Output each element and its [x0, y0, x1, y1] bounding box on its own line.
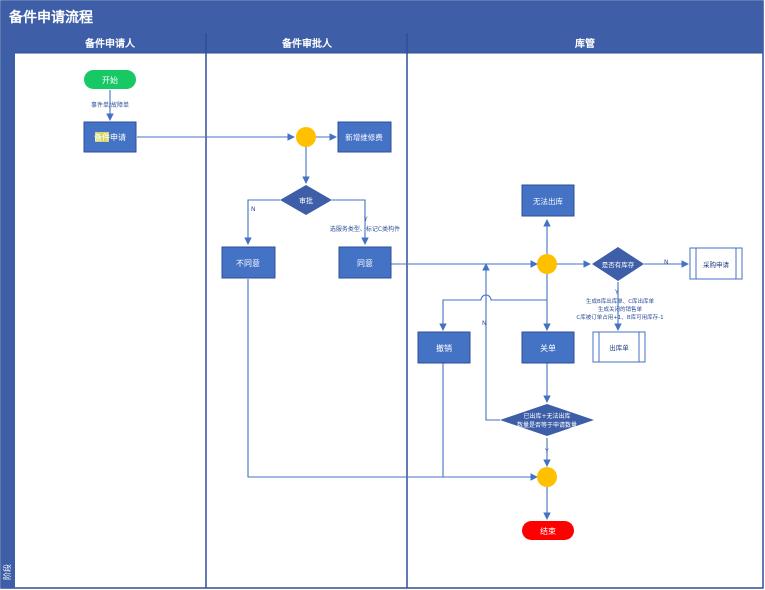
- edge-review-reject: [244, 199, 280, 245]
- agree-box: [338, 246, 392, 279]
- gateway-circle-3: [537, 467, 557, 487]
- edge-label-review-no: N: [251, 206, 256, 213]
- out-note-line1: 生成B库出库单、C库出库单: [586, 297, 655, 305]
- edge-label-stock-yes: Y: [614, 289, 619, 296]
- stock-label: 是否有库存: [602, 260, 635, 269]
- edge-label-review-yes: Y: [363, 216, 368, 223]
- edge-label-stock-no: N: [664, 259, 669, 266]
- edge-label-check-no: N: [482, 320, 487, 327]
- reject-label: 不同意: [236, 258, 260, 268]
- close-label: 关单: [540, 343, 556, 353]
- stock-diamond: [592, 247, 644, 281]
- cancel-box: [417, 331, 471, 364]
- edge-label-apply-in: 事件单/故障单: [91, 101, 129, 109]
- apply-label: 备件申请: [94, 132, 126, 142]
- start-label: 开始: [102, 75, 118, 85]
- reject-box: [221, 246, 276, 279]
- check-label-line2: 数量是否等于申请数量: [517, 421, 577, 429]
- out-order-box: [592, 331, 646, 363]
- out-note-line3: C库被订单占用+1、B库可用库存-1: [576, 313, 663, 321]
- close-box: [521, 331, 575, 364]
- review-label: 审批: [299, 196, 313, 205]
- title-bar: [1, 1, 763, 33]
- cancel-label: 撤销: [436, 343, 452, 353]
- check-label-line1: 已出库+无法出库: [523, 412, 570, 420]
- lane-header-bar: [15, 33, 763, 53]
- end-node: [522, 521, 574, 540]
- diagram-title: 备件申请流程: [8, 9, 93, 26]
- apply-box: [83, 121, 137, 153]
- edge-label-check-yes: Y: [544, 448, 549, 455]
- add-fee-box: [337, 121, 392, 153]
- agree-label: 同意: [357, 258, 373, 268]
- end-label: 结束: [540, 526, 556, 536]
- review-diamond: [280, 185, 332, 215]
- edge-cancel-gateway3: [442, 363, 537, 478]
- purchase-label: 采购申请: [703, 260, 730, 269]
- edge-review-agree: [332, 199, 369, 245]
- out-note-line2: 生成关闭的销售单: [598, 305, 643, 313]
- edge-gateway2-cancel: [439, 294, 547, 331]
- cannot-out-box: [521, 184, 575, 217]
- out-order-label: 出库单: [609, 343, 629, 352]
- purchase-box: [689, 247, 743, 280]
- check-diamond: [500, 404, 594, 436]
- cannot-out-label: 无法出库: [533, 196, 563, 206]
- edge-label-agree-note: 选服务类型、标记C类构件: [330, 225, 400, 233]
- start-node: [84, 70, 136, 89]
- gateway-circle-2: [537, 254, 557, 274]
- apply-highlight: [95, 132, 109, 142]
- phase-label: 阶段: [2, 564, 12, 580]
- lane-header-warehouse: 库管: [575, 37, 595, 50]
- lane-header-approver: 备件审批人: [281, 37, 333, 50]
- add-fee-label: 新增维修费: [345, 132, 383, 142]
- edge-check-no-loop: [482, 263, 500, 421]
- gateway-circle-1: [296, 127, 316, 147]
- lane-header-applicant: 备件申请人: [84, 37, 136, 50]
- phase-column: [1, 33, 15, 588]
- edge-reject-gateway3: [247, 279, 538, 481]
